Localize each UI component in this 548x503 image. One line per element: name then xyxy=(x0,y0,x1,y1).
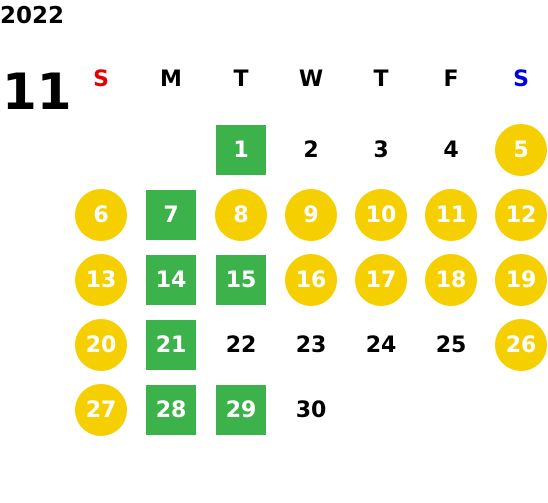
day-cell-28[interactable]: 28 xyxy=(146,385,196,435)
year-label: 2022 xyxy=(0,3,65,29)
weekday-header-tuesday: T xyxy=(233,67,249,92)
day-cell-29[interactable]: 29 xyxy=(216,385,266,435)
weekday-header-friday: F xyxy=(443,67,459,92)
weekday-header-sunday: S xyxy=(93,67,109,92)
day-cell-16[interactable]: 16 xyxy=(285,254,337,306)
day-cell-20[interactable]: 20 xyxy=(75,319,127,371)
day-cell-13[interactable]: 13 xyxy=(75,254,127,306)
day-cell-30[interactable]: 30 xyxy=(295,397,327,423)
day-cell-12[interactable]: 12 xyxy=(495,189,547,241)
day-cell-19[interactable]: 19 xyxy=(495,254,547,306)
day-cell-24[interactable]: 24 xyxy=(365,332,397,358)
day-cell-26[interactable]: 26 xyxy=(495,319,547,371)
day-cell-27[interactable]: 27 xyxy=(75,384,127,436)
day-cell-14[interactable]: 14 xyxy=(146,255,196,305)
day-cell-1[interactable]: 1 xyxy=(216,125,266,175)
day-cell-4[interactable]: 4 xyxy=(443,137,459,163)
day-cell-6[interactable]: 6 xyxy=(75,189,127,241)
weekday-header-saturday: S xyxy=(513,67,529,92)
day-cell-10[interactable]: 10 xyxy=(355,189,407,241)
day-cell-11[interactable]: 11 xyxy=(425,189,477,241)
day-cell-9[interactable]: 9 xyxy=(285,189,337,241)
day-cell-15[interactable]: 15 xyxy=(216,255,266,305)
day-cell-2[interactable]: 2 xyxy=(303,137,319,163)
day-cell-18[interactable]: 18 xyxy=(425,254,477,306)
weekday-header-thursday: T xyxy=(373,67,389,92)
day-cell-3[interactable]: 3 xyxy=(373,137,389,163)
day-cell-21[interactable]: 21 xyxy=(146,320,196,370)
weekday-header-wednesday: W xyxy=(298,67,324,92)
day-cell-23[interactable]: 23 xyxy=(295,332,327,358)
day-cell-7[interactable]: 7 xyxy=(146,190,196,240)
day-cell-17[interactable]: 17 xyxy=(355,254,407,306)
day-cell-5[interactable]: 5 xyxy=(495,124,547,176)
day-cell-8[interactable]: 8 xyxy=(215,189,267,241)
weekday-header-monday: M xyxy=(160,67,182,92)
day-cell-22[interactable]: 22 xyxy=(225,332,257,358)
month-label: 11 xyxy=(2,63,72,121)
day-cell-25[interactable]: 25 xyxy=(435,332,467,358)
